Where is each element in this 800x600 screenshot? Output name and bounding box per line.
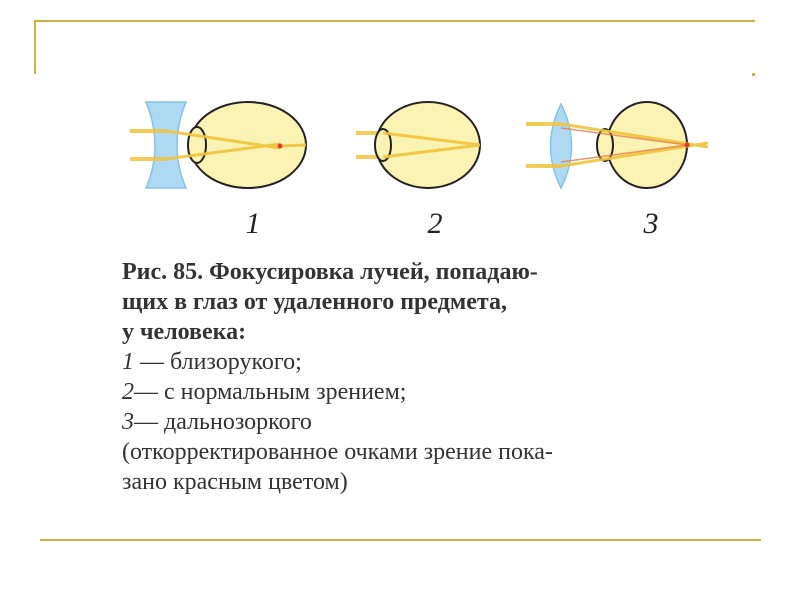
caption-title-line-3: у человека: — [122, 319, 247, 345]
caption-item-2: 2— с нормальным зрением; — [122, 377, 752, 407]
refracted-rays-1 — [165, 129, 307, 161]
caption-title-line-2: щих в глаз от удаленного предмета, — [122, 289, 507, 315]
diagram-number-3: 3 — [643, 207, 659, 240]
concave-lens — [144, 101, 188, 189]
eye-lens-2 — [374, 128, 392, 162]
caption-item-3: 3— дальнозоркого — [122, 407, 752, 437]
eyeball-3 — [606, 101, 688, 189]
refracted-rays-3 — [560, 122, 709, 168]
slide-frame-dot — [752, 73, 755, 76]
slide-frame-left-line — [34, 20, 36, 74]
caption-item-2-number: 2 — [122, 379, 134, 405]
slide-frame-top-line — [34, 20, 755, 22]
caption-note-line-2: зано красным цветом) — [122, 469, 348, 495]
diagram-number-1: 1 — [245, 207, 261, 240]
caption-item-1-text: — близорукого; — [134, 349, 302, 375]
slide-frame-bottom-line — [40, 539, 761, 541]
caption-item-3-number: 3 — [122, 409, 134, 435]
focus-point-3 — [684, 142, 690, 148]
caption-title-line-1: Рис. 85. Фокусировка лучей, попадаю- — [122, 259, 538, 285]
eye-diagram-3 — [526, 101, 709, 190]
caption-note-line-1: (откорректированное очками зрение пока- — [122, 439, 553, 465]
caption-item-1: 1 — близорукого; — [122, 347, 752, 377]
caption-item-3-text: — дальнозоркого — [134, 409, 312, 435]
eye-lens-1 — [187, 126, 207, 164]
incoming-rays-1 — [130, 129, 166, 161]
eye-diagram-2 — [356, 101, 481, 189]
incoming-rays-3 — [526, 122, 561, 168]
caption-item-2-text: — с нормальным зрением; — [134, 379, 407, 405]
corrected-rays-3 — [560, 127, 688, 163]
eye-diagram-1 — [130, 101, 307, 189]
diagram-number-2: 2 — [427, 207, 443, 240]
figure-caption: Рис. 85. Фокусировка лучей, попадаю- щих… — [122, 257, 752, 497]
focus-point-1 — [277, 143, 283, 149]
eye-lens-3 — [596, 128, 614, 162]
convex-lens — [549, 102, 573, 190]
refracted-rays-2 — [382, 131, 481, 159]
caption-item-1-number: 1 — [122, 349, 134, 375]
